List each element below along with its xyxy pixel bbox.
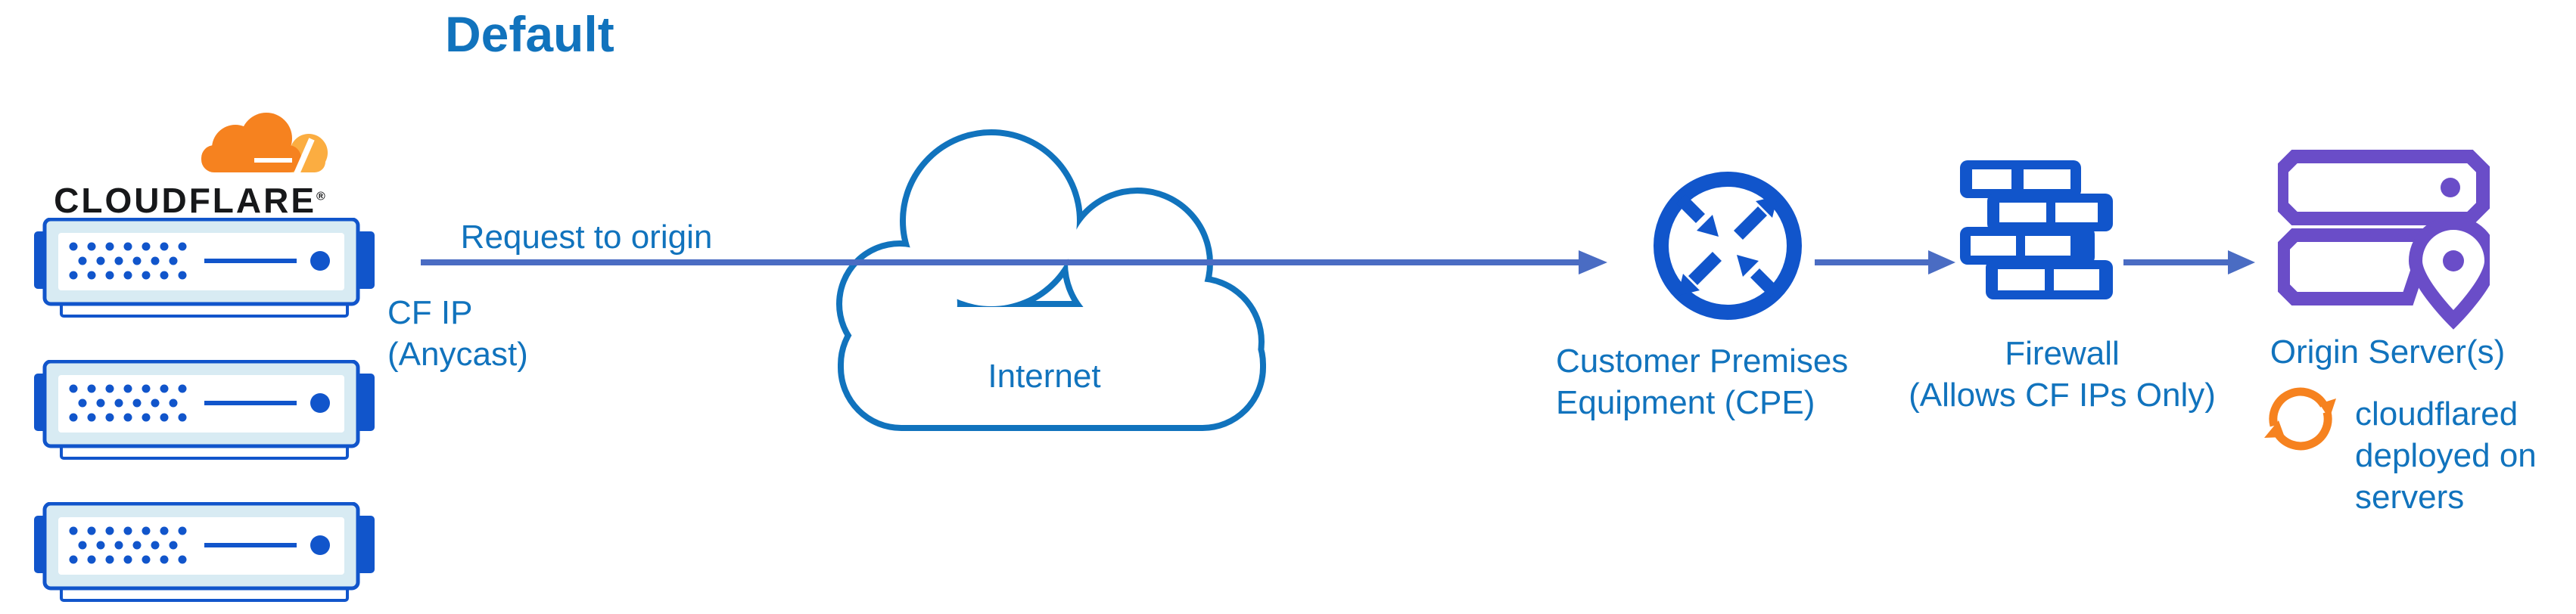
request-to-origin-label: Request to origin <box>460 219 713 256</box>
arrowhead <box>1928 250 1955 274</box>
registered-trademark: ® <box>316 190 328 203</box>
cloudflare-wordmark: CLOUDFLARE® <box>21 180 360 221</box>
cloudflared-note: cloudflared deployed on servers <box>2355 395 2537 516</box>
origin-servers-label: Origin Server(s) <box>2270 333 2506 371</box>
cloudflare-wordmark-text: CLOUDFLARE <box>54 181 317 220</box>
page-title: Default <box>445 6 614 62</box>
cloudflare-server-icon <box>34 218 375 319</box>
firewall-label: Firewall (Allows CF IPs Only) <box>1909 335 2216 414</box>
cloudflare-logo-icon <box>201 113 328 177</box>
cpe-label: Customer Premises Equipment (CPE) <box>1556 343 1849 421</box>
sync-icon <box>2264 387 2336 451</box>
internet-label: Internet <box>988 358 1101 395</box>
arrowhead <box>1579 250 1607 274</box>
cloudflare-server-icon <box>34 360 375 461</box>
firewall-icon <box>1960 160 2113 299</box>
arrowhead <box>2228 250 2255 274</box>
cloudflare-server-icon <box>34 502 375 603</box>
cpe-router-icon <box>1654 172 1802 320</box>
cf-ip-anycast-label: CF IP (Anycast) <box>387 294 528 373</box>
origin-servers-icon <box>2278 150 2490 330</box>
